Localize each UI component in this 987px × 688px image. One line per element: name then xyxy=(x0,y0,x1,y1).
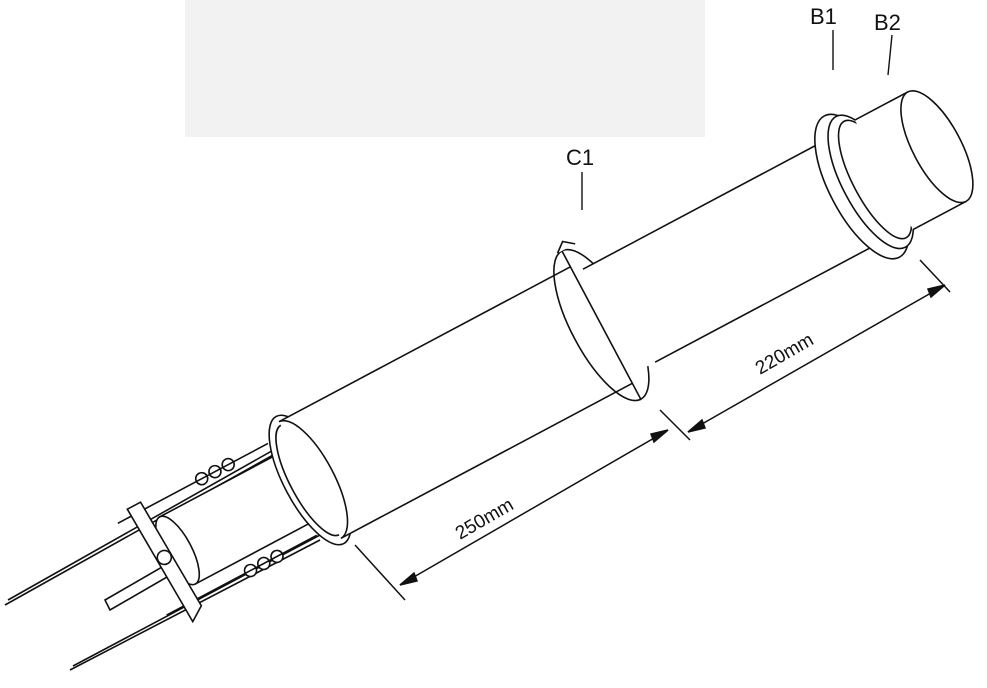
end-cap xyxy=(854,89,974,231)
label-c1: C1 xyxy=(566,145,594,170)
second-tube xyxy=(578,134,890,374)
dimension-220mm: 220mm xyxy=(752,329,817,379)
main-tube xyxy=(278,266,633,539)
label-b2: B2 xyxy=(874,10,901,35)
background-panel xyxy=(185,0,705,137)
label-leaders xyxy=(581,30,893,210)
dimension-lines xyxy=(354,259,951,601)
label-b1: B1 xyxy=(810,4,837,29)
